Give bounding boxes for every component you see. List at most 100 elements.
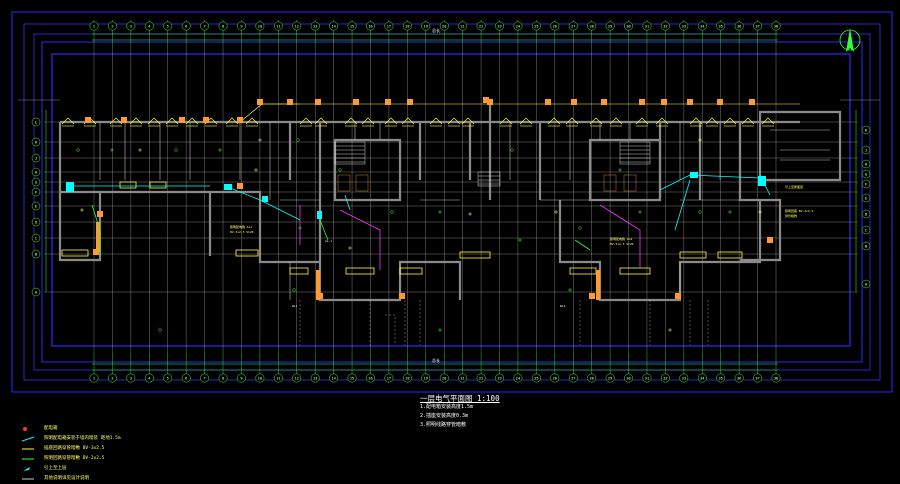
axis-bubble <box>384 21 394 31</box>
axis-bubble <box>237 373 246 383</box>
outlet-symbol <box>554 210 558 214</box>
window-symbol <box>429 117 443 125</box>
axis-bubble <box>642 21 652 31</box>
window-symbol <box>547 117 561 125</box>
axis-label: 36 <box>737 377 741 381</box>
axis-bubble <box>31 287 41 297</box>
lighting-fixtures <box>76 138 762 332</box>
axis-label: 25 <box>534 377 538 381</box>
inner-border-3 <box>41 41 863 363</box>
axis-label: 32 <box>663 25 667 29</box>
axis-label: 21 <box>460 377 464 381</box>
column <box>203 117 209 123</box>
window-symbol <box>499 117 513 125</box>
window-symbol <box>299 117 313 125</box>
axis-label: F <box>865 181 868 186</box>
bottom-dimension-label: 总长 <box>432 357 440 363</box>
dashed-outlines <box>299 300 709 345</box>
legend-text: 配电箱 <box>44 426 58 431</box>
axis-label: 15 <box>350 377 354 381</box>
column <box>97 211 103 217</box>
axis-label: 33 <box>682 25 686 29</box>
axis-bubble <box>753 373 763 383</box>
axis-bubble <box>31 201 41 211</box>
axis-bubble <box>384 373 394 383</box>
window-symbol <box>741 117 755 125</box>
axis-bubble <box>89 21 99 31</box>
lamp-symbol <box>174 148 178 152</box>
column <box>85 117 91 123</box>
axis-bubble <box>605 21 615 31</box>
svg-text:BV-3x2.5 SC20: BV-3x2.5 SC20 <box>230 230 254 234</box>
drawing-title: 一层电气平面图 1:100 <box>420 394 500 403</box>
axis-bubble <box>568 373 578 383</box>
column <box>675 293 681 299</box>
column <box>601 99 607 105</box>
axis-bubble <box>771 373 781 383</box>
axis-label: 9 <box>240 25 242 29</box>
window-symbol <box>185 117 199 125</box>
axis-label: K <box>35 139 38 144</box>
axis-bubble <box>513 373 523 383</box>
outlet-symbol <box>618 168 622 172</box>
axis-label: 16 <box>368 377 372 381</box>
axis-label: 1 <box>93 377 95 381</box>
legend-text: 照明回路穿管暗敷 BV-2x2.5 <box>44 456 105 461</box>
window-symbol <box>565 117 579 125</box>
axis-label: J <box>865 147 867 152</box>
axis-bubble <box>31 117 41 127</box>
axis-bubble <box>218 21 228 31</box>
axis-bubble <box>273 373 283 383</box>
horizontal-grid-lines <box>44 121 858 293</box>
axis-label: C <box>865 227 867 232</box>
axis-bubble <box>366 373 375 383</box>
axis-bubble <box>624 373 633 383</box>
axis-label: 29 <box>608 377 612 381</box>
lamp-symbol <box>292 288 296 292</box>
legend-item: 照明配电箱安装于墙内暗装 距地1.5m <box>21 434 442 444</box>
inner-border-2 <box>33 33 871 371</box>
note-2: 2.插座安装高度0.3m <box>420 413 469 419</box>
window-symbol <box>447 117 461 125</box>
outlet-symbol <box>258 138 262 142</box>
axis-label: 6 <box>185 377 187 381</box>
axis-label: 2 <box>111 25 113 29</box>
axis-bubble <box>31 217 41 227</box>
axis-label: F <box>35 189 38 194</box>
column <box>589 293 595 299</box>
window-symbol <box>344 117 358 125</box>
title-block: 一层电气平面图 1:100 1.配电箱安装高度1.5m 2.插座安装高度0.3m… <box>420 394 500 430</box>
axis-label: 26 <box>553 25 557 29</box>
columns <box>85 97 773 300</box>
svg-text:WL1: WL1 <box>292 304 298 308</box>
north-arrow-icon <box>839 28 861 52</box>
outlet-symbol <box>638 210 642 214</box>
axis-bubble <box>624 21 633 31</box>
axis-label: 18 <box>405 377 409 381</box>
axis-label: 7 <box>204 25 206 29</box>
outlet-symbol <box>138 148 142 152</box>
lamp-symbol <box>578 226 582 230</box>
column <box>257 99 263 105</box>
axis-bubble <box>716 21 726 31</box>
axis-label: 30 <box>626 377 630 381</box>
axis-bubble <box>31 167 41 177</box>
outlet-symbol <box>348 246 352 250</box>
top-dimension-label: 总长 <box>432 27 440 33</box>
axis-bubble <box>495 373 504 383</box>
axis-bubble <box>31 233 41 243</box>
axis-label: 26 <box>553 377 557 381</box>
axis-bubble <box>861 209 871 219</box>
axis-bubble <box>31 249 41 259</box>
axis-label: 8 <box>222 25 224 29</box>
axis-bubble <box>181 21 191 31</box>
axis-bubble <box>568 21 578 31</box>
axis-label: 37 <box>755 25 759 29</box>
axis-bubble <box>200 21 210 31</box>
axis-bubble <box>200 373 210 383</box>
axis-label: B <box>865 243 868 248</box>
lamp-symbol <box>510 148 514 152</box>
cyan-line-icon <box>21 436 36 442</box>
axis-label: 13 <box>313 25 317 29</box>
